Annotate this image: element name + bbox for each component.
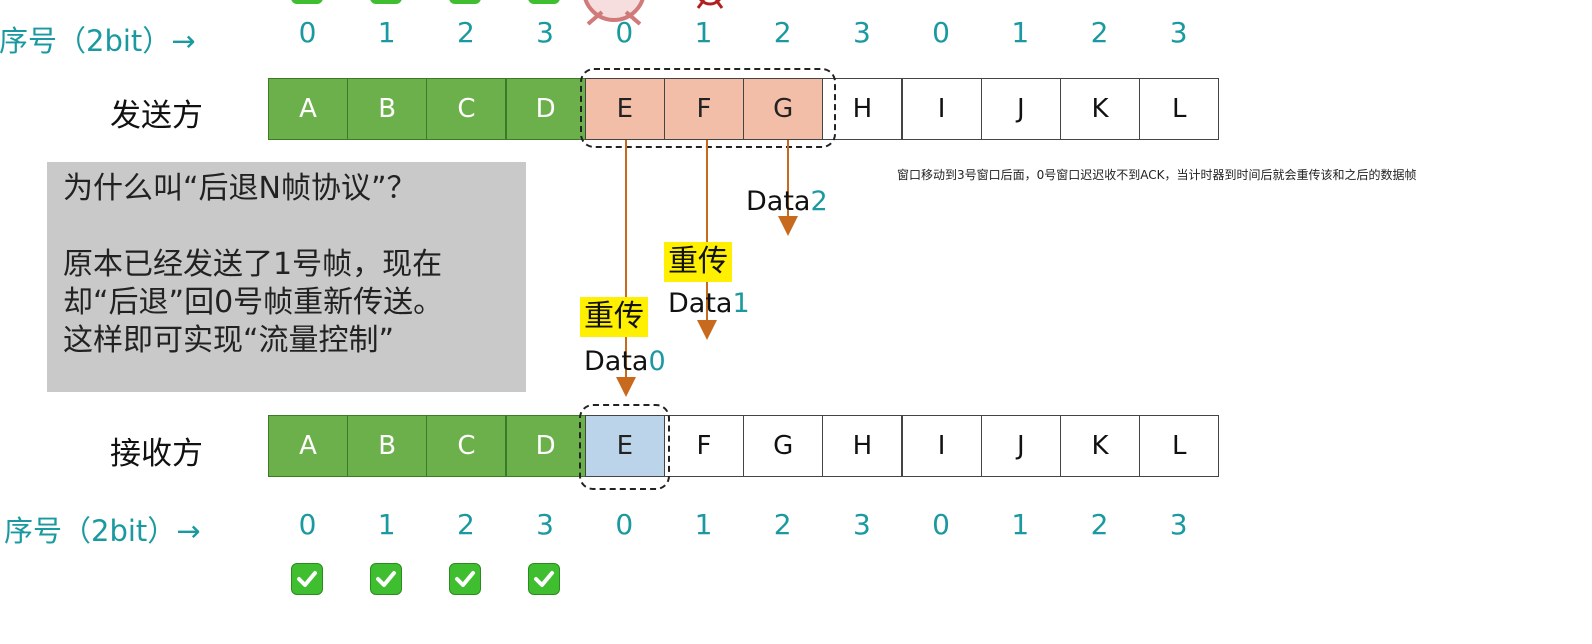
frame-cell-e: E	[584, 78, 665, 140]
timer-icon	[583, 0, 645, 26]
seq-number: 0	[615, 16, 634, 49]
resend-label-1: 重传	[664, 242, 732, 282]
seq-number: 3	[536, 508, 554, 541]
frame-cell-j: J	[980, 415, 1061, 477]
frame-cell-c: C	[426, 415, 507, 477]
frame-cell-b: B	[347, 415, 428, 477]
frame-cell-a: A	[268, 78, 348, 140]
note-line: 却“后退”回0号帧重新传送。	[63, 285, 444, 320]
seq-number: 1	[694, 16, 713, 49]
seq-number: 0	[932, 508, 950, 541]
seq-number: 0	[298, 16, 317, 49]
frame-cell-l: L	[1139, 78, 1220, 140]
check-icon	[528, 563, 560, 595]
alarm-clock-icon	[696, 0, 724, 9]
explanation-box: 为什么叫“后退N帧协议”？ 原本已经发送了1号帧，现在 却“后退”回0号帧重新传…	[47, 162, 526, 392]
frame-cell-a: A	[268, 415, 348, 477]
note-line: 原本已经发送了1号帧，现在	[63, 247, 443, 282]
seq-number: 1	[694, 508, 713, 541]
seq-number: 3	[1169, 508, 1188, 541]
seq-number: 2	[773, 508, 792, 541]
seq-number: 3	[1169, 16, 1188, 49]
frame-cell-d: D	[505, 415, 586, 477]
resend-label-0: 重传	[580, 297, 648, 337]
frame-cell-g: G	[743, 78, 824, 140]
top-check-icon	[528, 0, 560, 4]
frame-cell-l: L	[1139, 415, 1220, 477]
top-check-icon	[449, 0, 481, 4]
seq-number: 2	[1090, 16, 1109, 49]
sender-label: 发送方	[110, 98, 203, 134]
seq-number: 2	[1090, 508, 1109, 541]
top-check-icon	[291, 0, 323, 4]
note-line: 这样即可实现“流量控制”	[63, 323, 395, 358]
seq-number: 3	[852, 508, 871, 541]
seq-label-top: 帧序号（2bit）→	[0, 24, 196, 58]
seq-number: 2	[456, 508, 475, 541]
hint-text: 窗口移动到3号窗口后面，0号窗口迟迟收不到ACK，当计时器到时间后就会重传该和之…	[897, 168, 1417, 182]
frame-cell-g: G	[743, 415, 824, 477]
check-icon	[291, 563, 323, 595]
seq-number: 0	[298, 508, 317, 541]
seq-label-bottom: 序号（2bit）→	[4, 514, 201, 548]
check-icon	[370, 563, 402, 595]
frame-cell-f: F	[664, 415, 744, 477]
frame-cell-e: E	[584, 415, 665, 477]
check-icon	[449, 563, 481, 595]
receiver-window	[579, 404, 670, 490]
frame-cell-b: B	[347, 78, 428, 140]
seq-number: 1	[1011, 508, 1030, 541]
frame-cell-f: F	[664, 78, 744, 140]
receiver-label: 接收方	[110, 436, 203, 472]
seq-number: 3	[536, 16, 554, 49]
data-label-0: Data0	[584, 346, 666, 377]
seq-number: 1	[1011, 16, 1030, 49]
seq-number: 1	[377, 508, 396, 541]
frame-cell-i: I	[901, 415, 982, 477]
note-question: 为什么叫“后退N帧协议”？	[63, 171, 417, 206]
frame-cell-k: K	[1060, 415, 1140, 477]
frame-cell-h: H	[822, 415, 903, 477]
seq-number: 0	[615, 508, 634, 541]
seq-number: 2	[456, 16, 475, 49]
data-label-2: Data2	[746, 186, 828, 217]
frame-cell-d: D	[505, 78, 586, 140]
top-check-icon	[370, 0, 402, 4]
data-label-1: Data1	[668, 288, 750, 319]
seq-number: 2	[773, 16, 792, 49]
seq-number: 1	[377, 16, 396, 49]
seq-number: 0	[932, 16, 950, 49]
seq-number: 3	[852, 16, 871, 49]
frame-cell-c: C	[426, 78, 507, 140]
